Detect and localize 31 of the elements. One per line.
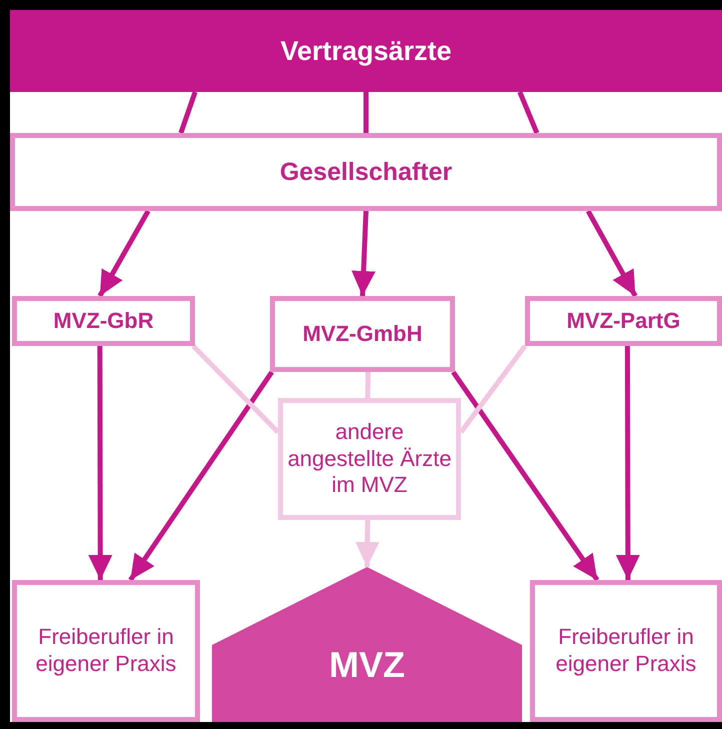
box-label: Gesellschafter [280,156,452,188]
process-box [278,398,461,520]
arrow [128,370,274,582]
connector-line [364,92,368,133]
box-label: Freiberufler in eigener Praxis [34,624,178,678]
arrow [586,210,638,298]
process-box [12,296,195,346]
connector-line [459,344,527,434]
arrow [352,210,376,296]
box-label: Freiberufler in eigener Praxis [554,624,698,678]
process-box [270,296,455,372]
arrow [88,346,112,580]
arrow [98,210,150,298]
arrow [616,346,640,580]
box-label: andere angestellte Ärzte im MVZ [286,418,452,500]
connector-line [517,91,540,134]
connector-line [365,372,371,398]
header-band [10,10,722,92]
box-label: MVZ [329,642,405,686]
connector-line [178,91,198,134]
arrow [451,370,600,582]
process-box [10,133,722,211]
process-box [525,296,722,346]
arrow [355,520,380,568]
box-label: MVZ-PartG [566,308,680,334]
process-box [12,580,200,722]
box-label: MVZ-GmbH [302,320,422,348]
process-box [530,580,722,722]
connector-line [191,344,280,434]
box-label: Vertragsärzte [280,34,452,68]
box-label: MVZ-GbR [53,308,154,334]
